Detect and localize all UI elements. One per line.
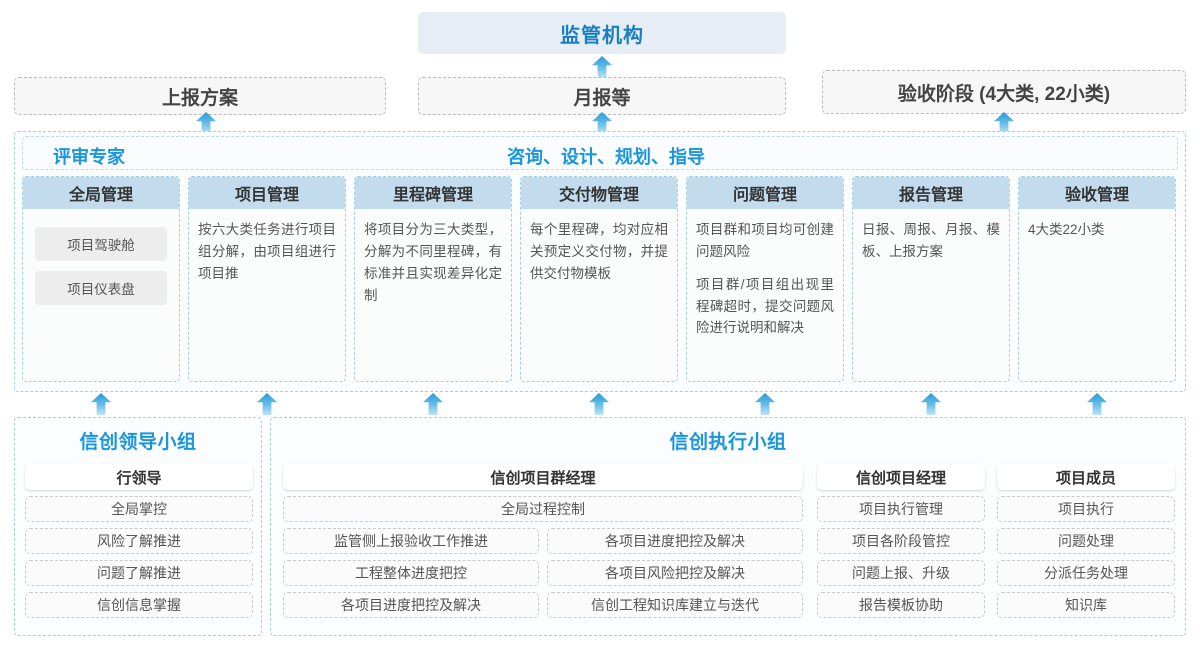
column-paragraph: 日报、周报、月报、模板、上报方案 — [862, 222, 1000, 259]
pill-item: 项目仪表盘 — [35, 271, 167, 305]
program-manager-task-grid: 监管侧上报验收工作推进 工程整体进度把控 各项目进度把控及解决 各项目进度把控及… — [283, 522, 803, 618]
arrow-up-column-7 — [1087, 393, 1107, 415]
column-paragraph: 按六大类任务进行项目组分解，由项目组进行项目推 — [198, 222, 336, 281]
column-header: 里程碑管理 — [355, 177, 511, 209]
task-item: 信创信息掌握 — [25, 592, 253, 618]
column-body: 日报、周报、月报、模板、上报方案 — [853, 209, 1009, 271]
task-item: 信创工程知识库建立与迭代 — [547, 592, 803, 618]
column-body: 将项目分为三大类型，分解为不同里程碑，有标准并且实现差异化定制 — [355, 209, 511, 314]
report-box-plan-label: 上报方案 — [161, 87, 238, 109]
column-report-management: 报告管理 日报、周报、月报、模板、上报方案 — [852, 176, 1010, 382]
role-header-bank-leader: 行领导 — [25, 464, 253, 490]
arrow-up-to-regulator — [592, 56, 612, 78]
column-title: 项目管理 — [234, 187, 299, 204]
role-header-program-manager: 信创项目群经理 — [283, 464, 803, 490]
middle-header-band: 评审专家 咨询、设计、规划、指导 — [22, 136, 1178, 170]
arrow-up-column-4 — [589, 393, 609, 415]
column-header: 验收管理 — [1019, 177, 1175, 209]
task-item: 报告模板协助 — [817, 592, 985, 618]
column-body: 项目驾驶舱 项目仪表盘 — [23, 209, 179, 327]
column-paragraph: 将项目分为三大类型，分解为不同里程碑，有标准并且实现差异化定制 — [364, 222, 502, 303]
column-header: 交付物管理 — [521, 177, 677, 209]
task-item: 知识库 — [997, 592, 1175, 618]
column-header: 全局管理 — [23, 177, 179, 209]
column-title: 交付物管理 — [558, 187, 639, 204]
column-deliverable-management: 交付物管理 每个里程碑，均对应相关预定义交付物，并提供交付物模板 — [520, 176, 678, 382]
project-manager-block: 信创项目经理 项目执行管理 项目各阶段管控 问题上报、升级 报告模板协助 — [817, 464, 985, 618]
program-manager-block: 信创项目群经理 全局过程控制 监管侧上报验收工作推进 工程整体进度把控 各项目进… — [283, 464, 803, 618]
column-header: 项目管理 — [189, 177, 345, 209]
leadership-group-title: 信创领导小组 — [79, 432, 197, 453]
column-project-management: 项目管理 按六大类任务进行项目组分解，由项目组进行项目推 — [188, 176, 346, 382]
column-paragraph: 每个里程碑，均对应相关预定义交付物，并提供交付物模板 — [530, 222, 668, 281]
task-item: 项目执行 — [997, 496, 1175, 522]
task-item: 项目各阶段管控 — [817, 528, 985, 554]
program-manager-tasks-left: 监管侧上报验收工作推进 工程整体进度把控 各项目进度把控及解决 — [283, 522, 539, 618]
column-acceptance-management: 验收管理 4大类22小类 — [1018, 176, 1176, 382]
label-consulting: 咨询、设计、规划、指导 — [507, 147, 705, 167]
column-title: 问题管理 — [732, 187, 797, 204]
column-header: 报告管理 — [853, 177, 1009, 209]
arrow-up-column-3 — [423, 393, 443, 415]
pill-item: 项目驾驶舱 — [35, 227, 167, 261]
role-header-project-manager: 信创项目经理 — [817, 464, 985, 490]
regulator-label: 监管机构 — [560, 24, 644, 47]
report-box-acceptance: 验收阶段 (4大类, 22小类) — [822, 70, 1186, 114]
column-title: 报告管理 — [898, 187, 963, 204]
column-header: 问题管理 — [687, 177, 843, 209]
column-paragraph: 项目群和项目均可创建问题风险 — [696, 222, 834, 259]
task-item: 风险了解推进 — [25, 528, 253, 554]
column-paragraph: 项目群/项目组出现里程碑超时，提交问题风险进行说明和解决 — [696, 276, 834, 336]
column-title: 里程碑管理 — [392, 187, 473, 204]
task-item: 监管侧上报验收工作推进 — [283, 528, 539, 554]
regulator-box: 监管机构 — [418, 12, 786, 54]
execution-group-region: 信创执行小组 信创项目群经理 全局过程控制 监管侧上报验收工作推进 工程整体进度… — [270, 417, 1186, 636]
execution-group-title: 信创执行小组 — [669, 432, 787, 453]
column-issue-management: 问题管理 项目群和项目均可创建问题风险 项目群/项目组出现里程碑超时，提交问题风… — [686, 176, 844, 382]
column-paragraph: 4大类22小类 — [1028, 222, 1105, 237]
task-item: 各项目进度把控及解决 — [547, 528, 803, 554]
arrow-up-column-2 — [257, 393, 277, 415]
column-title: 验收管理 — [1064, 187, 1129, 204]
report-box-plan: 上报方案 — [14, 77, 386, 115]
task-item: 各项目风险把控及解决 — [547, 560, 803, 586]
arrow-up-column-5 — [755, 393, 775, 415]
task-item: 全局掌控 — [25, 496, 253, 522]
leadership-group-region: 信创领导小组 行领导 全局掌控 风险了解推进 问题了解推进 信创信息掌握 — [14, 417, 262, 636]
column-title: 全局管理 — [68, 187, 133, 204]
task-item: 问题上报、升级 — [817, 560, 985, 586]
role-header-project-member: 项目成员 — [997, 464, 1175, 490]
report-box-monthly: 月报等 — [418, 77, 786, 115]
column-body: 按六大类任务进行项目组分解，由项目组进行项目推 — [189, 209, 345, 293]
column-global-management: 全局管理 项目驾驶舱 项目仪表盘 — [22, 176, 180, 382]
column-body: 4大类22小类 — [1019, 209, 1175, 249]
task-item: 工程整体进度把控 — [283, 560, 539, 586]
task-item: 分派任务处理 — [997, 560, 1175, 586]
task-item: 项目执行管理 — [817, 496, 985, 522]
arrow-up-column-1 — [91, 393, 111, 415]
arrow-up-column-6 — [921, 393, 941, 415]
column-milestone-management: 里程碑管理 将项目分为三大类型，分解为不同里程碑，有标准并且实现差异化定制 — [354, 176, 512, 382]
program-manager-tasks-right: 各项目进度把控及解决 各项目风险把控及解决 信创工程知识库建立与迭代 — [547, 522, 803, 618]
task-item: 问题处理 — [997, 528, 1175, 554]
project-members-block: 项目成员 项目执行 问题处理 分派任务处理 知识库 — [997, 464, 1175, 618]
task-item: 问题了解推进 — [25, 560, 253, 586]
task-item: 各项目进度把控及解决 — [283, 592, 539, 618]
report-box-acceptance-label: 验收阶段 (4大类, 22小类) — [897, 83, 1111, 105]
column-body: 项目群和项目均可创建问题风险 项目群/项目组出现里程碑超时，提交问题风险进行说明… — [687, 209, 843, 347]
report-box-monthly-label: 月报等 — [573, 87, 631, 109]
leadership-group-column: 行领导 全局掌控 风险了解推进 问题了解推进 信创信息掌握 — [25, 464, 253, 618]
task-item-global-process: 全局过程控制 — [283, 496, 803, 522]
label-review-expert: 评审专家 — [53, 147, 125, 167]
column-body: 每个里程碑，均对应相关预定义交付物，并提供交付物模板 — [521, 209, 677, 293]
